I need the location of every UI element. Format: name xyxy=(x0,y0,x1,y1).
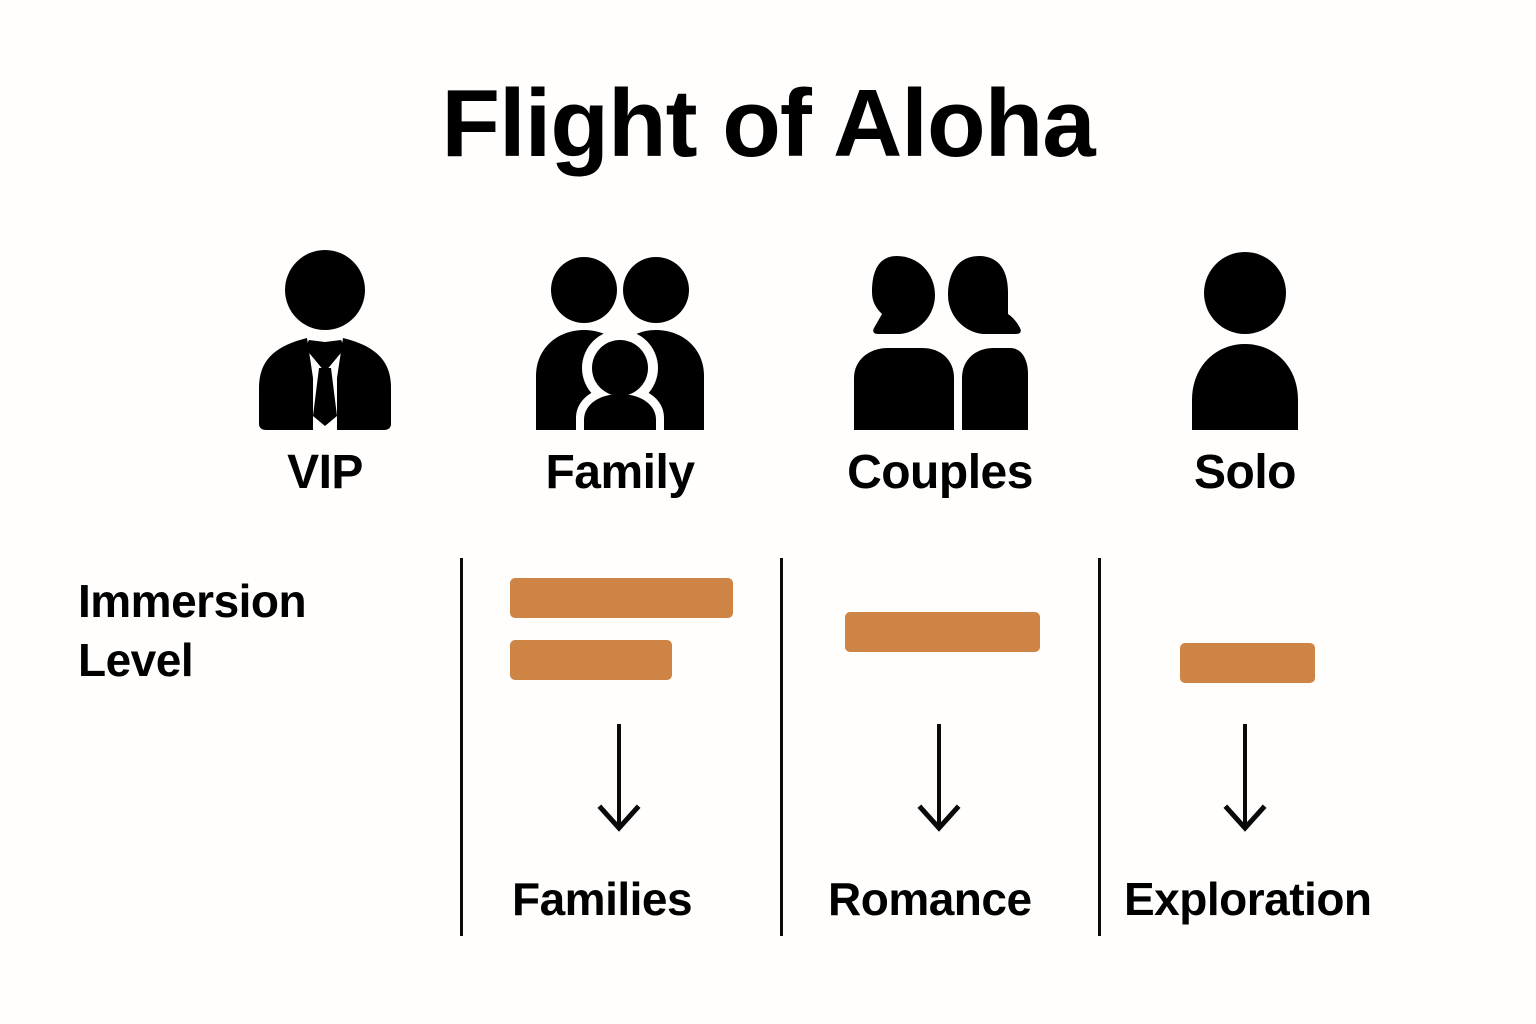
immersion-label-line1: Immersion xyxy=(78,575,307,627)
column-divider xyxy=(1098,558,1101,936)
persona-column-solo: Solo xyxy=(1140,248,1350,500)
column-divider xyxy=(780,558,783,936)
outcome-label: Romance xyxy=(828,873,1032,925)
immersion-level-label: Immersion Level xyxy=(78,572,438,690)
persona-label: Couples xyxy=(847,446,1033,499)
persona-label: VIP xyxy=(287,446,363,499)
immersion-bar xyxy=(1180,643,1315,683)
outcome-label: Families xyxy=(512,873,693,925)
couple-pair-icon xyxy=(835,248,1045,433)
immersion-bar xyxy=(845,612,1040,652)
persona-column-couples: Couples xyxy=(835,248,1045,500)
column-divider xyxy=(460,558,463,936)
immersion-label-line2: Level xyxy=(78,633,194,686)
businessman-suit-icon xyxy=(220,248,430,433)
immersion-bar xyxy=(510,640,672,680)
down-arrow-icon xyxy=(596,722,642,832)
immersion-bar xyxy=(510,578,733,618)
down-arrow-icon xyxy=(1222,722,1268,832)
persona-column-vip: VIP xyxy=(220,248,430,500)
family-group-icon xyxy=(515,248,725,433)
page-title: Flight of Aloha xyxy=(441,70,1095,177)
outcome-label: Exploration xyxy=(1124,873,1372,925)
persona-label: Family xyxy=(545,446,695,499)
single-person-icon xyxy=(1140,248,1350,433)
persona-column-family: Family xyxy=(515,248,725,500)
down-arrow-icon xyxy=(916,722,962,832)
persona-label: Solo xyxy=(1194,446,1297,499)
